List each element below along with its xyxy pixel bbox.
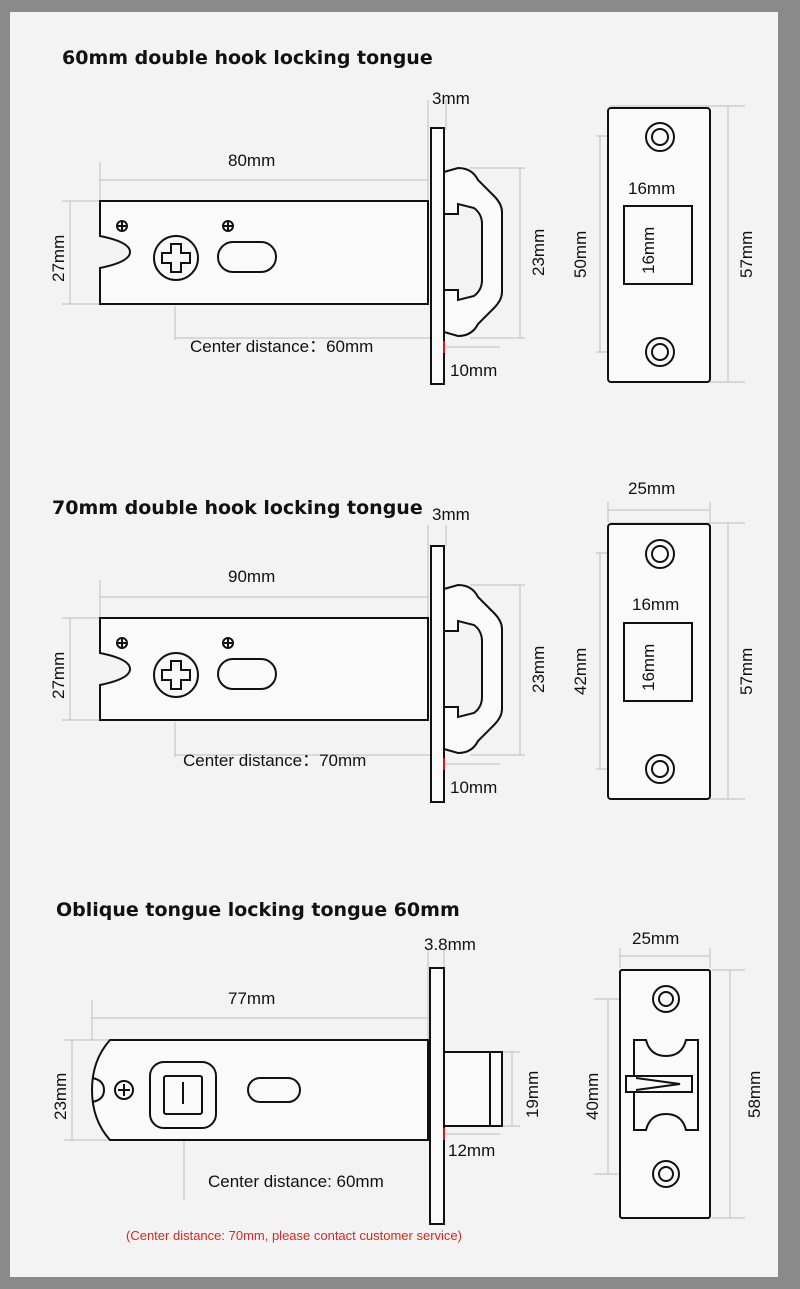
dim-strike-height: 50mm: [571, 231, 590, 278]
dim-bolt-height: 23mm: [529, 229, 548, 276]
section-oblique-tongue: Oblique tongue locking tongue 60mm 77mm …: [51, 899, 764, 1225]
dim-bolt-height: 23mm: [529, 646, 548, 693]
dim-strike-total: 58mm: [745, 1071, 764, 1118]
face-plate: [430, 127, 445, 385]
section-70mm-double-hook: 70mm double hook locking tongue 90mm 3mm…: [49, 479, 756, 803]
strike-screw-hole-inner: [651, 545, 669, 563]
dim-plate-thickness: 3.8mm: [424, 935, 476, 954]
section-title: Oblique tongue locking tongue 60mm: [56, 899, 460, 921]
section-title: 60mm double hook locking tongue: [62, 47, 433, 69]
strike-screw-hole-inner: [658, 991, 674, 1007]
dim-plate-thickness: 3mm: [432, 505, 470, 524]
dim-bolt-offset: 10mm: [450, 778, 497, 797]
dim-body-height: 23mm: [51, 1073, 70, 1120]
strike-screw-hole-inner: [651, 760, 669, 778]
dim-body-height: 27mm: [49, 652, 68, 699]
dim-window-width: 16mm: [632, 595, 679, 614]
strike-window: [623, 205, 693, 285]
dim-center-distance: Center distance：60mm: [190, 337, 373, 356]
dim-strike-width: 25mm: [628, 479, 675, 498]
cross-spindle-icon: [161, 660, 191, 690]
double-hook-bolt: [443, 166, 503, 338]
cross-spindle-icon: [161, 243, 191, 273]
double-hook-bolt: [443, 583, 503, 755]
dim-body-length: 90mm: [228, 567, 275, 586]
strike-window: [623, 622, 693, 702]
strike-wedge: [635, 1077, 681, 1091]
slot-hole: [247, 1077, 301, 1103]
dim-bolt-offset: 10mm: [450, 361, 497, 380]
face-plate: [430, 545, 445, 803]
dim-strike-height: 42mm: [571, 648, 590, 695]
oblique-bolt: [443, 1051, 503, 1127]
dim-plate-thickness: 3mm: [432, 89, 470, 108]
footer-note: (Center distance: 70mm, please contact c…: [126, 1228, 462, 1243]
strike-tongue-slot: [625, 1075, 693, 1093]
spindle-hole: [153, 235, 199, 281]
dim-strike-width: 25mm: [632, 929, 679, 948]
dim-center-distance: Center distance: 60mm: [208, 1172, 384, 1191]
latch-notch: [91, 1077, 106, 1103]
dim-body-length: 77mm: [228, 989, 275, 1008]
strike-screw-hole-inner: [658, 1166, 674, 1182]
section-title: 70mm double hook locking tongue: [52, 497, 423, 519]
section-60mm-double-hook: 60mm double hook locking tongue 80mm 3: [49, 47, 756, 385]
dim-window-height: 16mm: [639, 644, 658, 691]
spindle-hole: [153, 652, 199, 698]
dim-strike-total: 57mm: [737, 231, 756, 278]
strike-screw-hole-inner: [651, 128, 669, 146]
dim-window-height: 16mm: [639, 227, 658, 274]
dim-center-distance: Center distance：70mm: [183, 751, 366, 770]
dim-window-width: 16mm: [628, 179, 675, 198]
dim-body-length: 80mm: [228, 151, 275, 170]
dim-strike-total: 57mm: [737, 648, 756, 695]
slot-hole: [217, 241, 277, 273]
dim-bolt-height: 19mm: [523, 1071, 542, 1118]
dim-strike-height: 40mm: [583, 1073, 602, 1120]
dim-body-height: 27mm: [49, 235, 68, 282]
face-plate: [429, 967, 445, 1225]
strike-screw-hole-inner: [651, 343, 669, 361]
slot-hole: [217, 658, 277, 690]
dim-bolt-offset: 12mm: [448, 1141, 495, 1160]
